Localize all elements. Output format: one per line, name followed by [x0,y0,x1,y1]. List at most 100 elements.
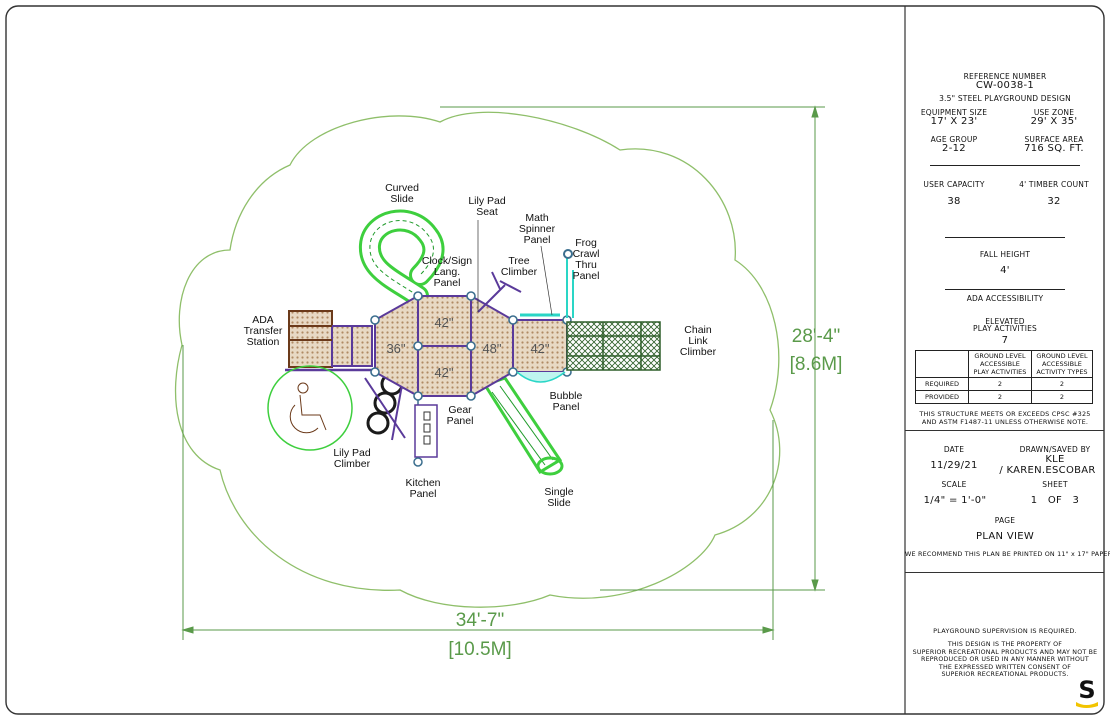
legal-notice: THIS DESIGN IS THE PROPERTY OF SUPERIOR R… [905,641,1105,679]
compliance-line-1: THIS STRUCTURE MEETS OR EXCEEDS CPSC #32… [919,410,1091,418]
ada-cell: 2 [1030,377,1094,391]
surface-area: 716 SQ. FT. [1024,143,1084,154]
equipment-size: 17' X 23' [930,116,978,127]
rule-2 [945,237,1065,238]
ada-table-header: GROUND LEVEL ACCESSIBLE PLAY ACTIVITIES … [915,350,1094,378]
reference-number: CW-0038-1 [975,80,1035,91]
rule-3 [945,289,1065,290]
age-group: 2-12 [942,143,966,154]
width-dim-imperial: 34'-7" [456,610,504,631]
ada-row-label: REQUIRED [915,377,969,391]
elevated-label-1: ELEVATED [985,317,1025,326]
print-note: WE RECOMMEND THIS PLAN BE PRINTED ON 11"… [905,550,1110,558]
legal-line: SUPERIOR RECREATIONAL PRODUCTS. [941,671,1069,678]
kitchen-panel-structure [413,398,438,467]
drawn-by-initials: KLE [1045,454,1065,465]
ada-symbol-icon [267,365,353,451]
width-dim-metric: [10.5M] [448,639,511,660]
ada-accessibility-label: ADA ACCESSIBILITY [966,294,1044,303]
compliance-line-2: AND ASTM F1487-11 UNLESS OTHERWISE NOTE. [921,418,1089,426]
ada-col1-header: GROUND LEVEL ACCESSIBLE PLAY ACTIVITIES [968,350,1032,378]
frog-crawl-panel [563,249,574,318]
design-name: 3.5" STEEL PLAYGROUND DESIGN [939,94,1071,103]
page-label: PAGE [994,516,1016,525]
drawn-by-label: DRAWN/SAVED BY [1019,445,1091,454]
ada-cell: 2 [1030,390,1094,404]
legal-line: THE EXPRESSED WRITTEN CONSENT OF [938,663,1072,671]
deck-label-42b: 42" [434,365,453,380]
sheet-border [5,5,1105,715]
scale-label: SCALE [941,480,967,489]
ada-table: GROUND LEVEL ACCESSIBLE PLAY ACTIVITIES … [915,350,1094,404]
ada-col2-line: GROUND LEVEL [1036,352,1088,360]
ada-row-label: PROVIDED [915,390,969,404]
deck-42-lower [417,345,472,397]
superior-logo: S [1074,676,1100,708]
table-row: REQUIRED 2 2 [915,377,1094,391]
height-dim-imperial: 28'-4" [792,326,840,347]
user-capacity-label: USER CAPACITY [923,180,985,189]
width-dimension [181,345,775,640]
ada-cell: 2 [968,390,1032,404]
ada-cell: 2 [968,377,1032,391]
rule-1 [930,165,1080,166]
legal-line: REPRODUCED OR USED IN ANY MANNER WITHOUT [921,656,1089,663]
sheet-value: 1 OF 3 [1030,495,1080,506]
scale-value: 1/4" = 1'-0" [923,495,987,506]
timber-count: 32 [1047,196,1061,207]
ada-col2-header: GROUND LEVEL ACCESSIBLE ACTIVITY TYPES [1030,350,1094,378]
drawn-by-name: / KAREN.ESCOBAR [999,465,1096,476]
reference-label: REFERENCE NUMBER [963,72,1047,81]
deck-label-36: 36" [386,341,405,356]
tree-climber [477,271,522,313]
date-label: DATE [943,445,965,454]
use-zone-label: USE ZONE [1033,108,1075,117]
height-dim-metric: [8.6M] [790,354,843,375]
fall-height-label: FALL HEIGHT [979,250,1031,259]
legal-line: THIS DESIGN IS THE PROPERTY OF [947,641,1063,648]
user-capacity: 38 [947,196,961,207]
fall-height: 4' [1000,265,1010,276]
ada-transfer-station [285,310,375,372]
decks [374,294,568,398]
height-dimension [440,105,825,592]
logo-letter: S [1078,676,1096,704]
ada-col2-line: ACTIVITY TYPES [1036,368,1088,376]
bubble-panel-shape [516,371,566,383]
deck-label-42c: 42" [530,341,549,356]
elevated-count: 7 [1001,335,1009,346]
date-value: 11/29/21 [930,460,978,471]
page-value: PLAN VIEW [975,531,1035,542]
ada-col1-line: ACCESSIBLE [980,360,1020,368]
curved-slide [359,209,445,307]
table-row: PROVIDED 2 2 [915,390,1094,404]
ada-col2-line: ACCESSIBLE [1042,360,1082,368]
surface-area-label: SURFACE AREA [1024,135,1084,144]
section-divider-1 [905,430,1104,431]
ada-col1-line: PLAY ACTIVITIES [973,368,1027,376]
deck-label-42a: 42" [434,315,453,330]
elevated-label-2: PLAY ACTIVITIES [972,324,1038,333]
ada-col1-line: GROUND LEVEL [974,352,1026,360]
use-zone: 29' X 35' [1030,116,1078,127]
section-divider-2 [905,572,1104,573]
age-group-label: AGE GROUP [930,135,978,144]
equipment-size-label: EQUIPMENT SIZE [920,108,988,117]
deck-label-48: 48" [482,341,501,356]
leader-lines [477,220,553,316]
